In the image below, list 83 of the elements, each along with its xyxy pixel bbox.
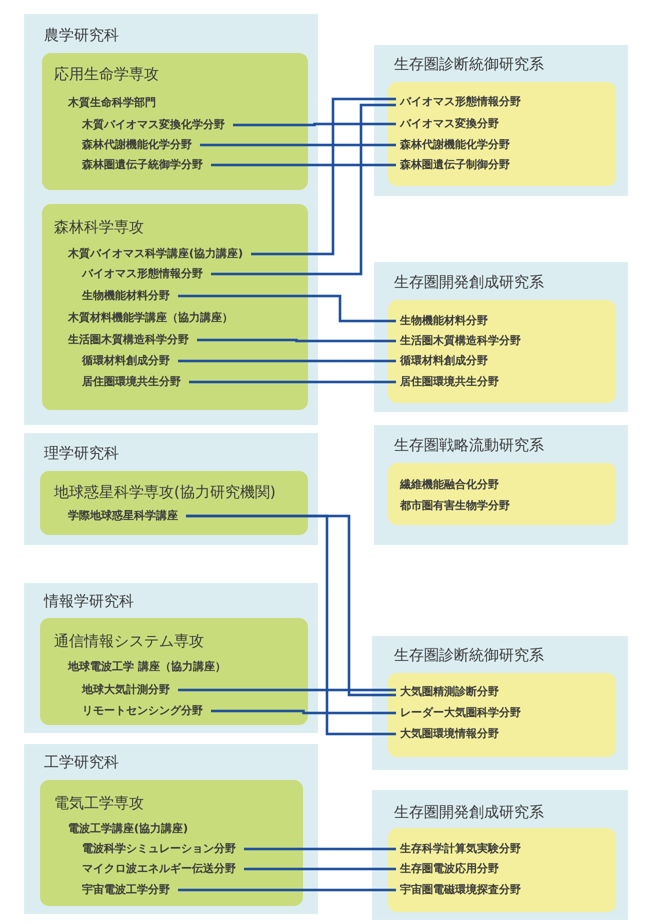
- division-box: [388, 673, 616, 757]
- panel-heading: 地球惑星科学専攻(協力研究機関): [54, 483, 276, 502]
- connector-line: [211, 104, 396, 276]
- connector-line: [233, 122, 396, 126]
- program-box: [40, 618, 308, 725]
- department-panel: [372, 790, 628, 920]
- panel-heading: 生存圏診断統御研究系: [394, 55, 544, 74]
- panel-heading: 生存圏戦略流動研究系: [394, 436, 544, 455]
- department-panel: [24, 744, 318, 914]
- panel-heading: 電気工学専攻: [54, 794, 144, 813]
- field-label: 木質バイオマス科学講座(協力講座): [64, 246, 252, 262]
- connector-line: [178, 294, 396, 322]
- program-box: [42, 204, 308, 410]
- panel-heading: 応用生命学専攻: [54, 65, 159, 84]
- field-label: 森林代謝機能化学分野: [78, 137, 200, 153]
- connector-line: [211, 710, 396, 714]
- panel-heading: 理学研究科: [44, 444, 119, 463]
- connector-line: [251, 98, 396, 256]
- connector-line: [186, 514, 396, 736]
- field-label: 居住圏環境共生分野: [78, 374, 189, 390]
- field-label: 宇宙圏電磁環境探査分野: [396, 882, 529, 898]
- field-label: 学際地球惑星科学講座: [64, 508, 186, 524]
- field-label: マイクロ波エネルギー伝送分野: [78, 861, 244, 877]
- department-panel: [374, 45, 628, 196]
- field-label: 生活圏木質構造科学分野: [64, 332, 197, 348]
- panel-heading: 生存圏開発創成研究系: [394, 803, 544, 822]
- field-label: バイオマス形態情報分野: [78, 266, 211, 282]
- panel-heading: 生存圏開発創成研究系: [394, 273, 544, 292]
- department-panel: [24, 14, 318, 425]
- connector-line: [244, 868, 396, 870]
- field-label: 都市圏有害生物学分野: [396, 498, 518, 514]
- field-label: 木質材料機能学講座（協力講座）: [64, 310, 241, 326]
- field-label: 生存科学計算気実験分野: [396, 841, 529, 857]
- field-label: レーダー大気圏科学分野: [396, 705, 529, 721]
- field-label: 地球大気計測分野: [78, 682, 178, 698]
- division-box: [388, 463, 616, 525]
- field-label: 森林圏遺伝子制御分野: [396, 157, 518, 173]
- connector-line: [189, 380, 396, 384]
- field-label: 森林圏遺伝子統御学分野: [78, 157, 211, 173]
- department-panel: [374, 262, 628, 412]
- connector-line: [244, 848, 396, 850]
- field-label: 地球電波工学 講座（協力講座）: [64, 659, 234, 675]
- field-label: 電波工学講座(協力講座): [64, 821, 196, 837]
- field-label: バイオマス形態情報分野: [396, 94, 529, 110]
- connector-line: [211, 164, 396, 166]
- connector-line: [200, 144, 396, 146]
- division-box: [388, 828, 616, 912]
- division-box: [388, 82, 616, 186]
- field-label: 居住圏環境共生分野: [396, 374, 507, 390]
- department-panel: [24, 583, 318, 733]
- connector-line: [197, 338, 396, 342]
- panel-heading: 森林科学専攻: [54, 218, 144, 237]
- field-label: 宇宙電波工学分野: [78, 882, 178, 898]
- field-label: 電波科学シミュレーション分野: [78, 841, 244, 857]
- field-label: 大気圏環境情報分野: [396, 726, 507, 742]
- connector-line: [178, 688, 396, 692]
- program-box: [42, 53, 308, 190]
- department-panel: [374, 425, 628, 545]
- field-label: 木質生命科学部門: [64, 95, 164, 111]
- field-label: 生存圏電波応用分野: [396, 861, 507, 877]
- program-box: [40, 780, 303, 906]
- department-panel: [372, 636, 628, 770]
- field-label: 繊維機能融合化分野: [396, 477, 507, 493]
- panel-heading: 通信情報システム専攻: [54, 632, 204, 651]
- panel-heading: 生存圏診断統御研究系: [394, 646, 544, 665]
- field-label: 森林代謝機能化学分野: [396, 137, 518, 153]
- field-label: リモートセンシング分野: [78, 703, 211, 719]
- field-label: 大気圏精測診断分野: [396, 684, 507, 700]
- field-label: 循環材料創成分野: [78, 353, 178, 369]
- field-label: バイオマス変換分野: [396, 116, 507, 132]
- program-box: [40, 471, 308, 535]
- division-box: [388, 300, 616, 403]
- field-label: 循環材料創成分野: [396, 353, 496, 369]
- panel-heading: 情報学研究科: [44, 592, 134, 611]
- field-label: 生物機能材料分野: [78, 288, 178, 304]
- panel-heading: 農学研究科: [44, 26, 119, 45]
- connector-line: [178, 360, 396, 362]
- field-label: 木質バイオマス変換化学分野: [78, 117, 233, 133]
- field-label: 生活圏木質構造科学分野: [396, 333, 529, 349]
- panel-heading: 工学研究科: [44, 753, 119, 772]
- department-panel: [24, 433, 318, 545]
- field-label: 生物機能材料分野: [396, 313, 496, 329]
- connector-line: [178, 888, 396, 892]
